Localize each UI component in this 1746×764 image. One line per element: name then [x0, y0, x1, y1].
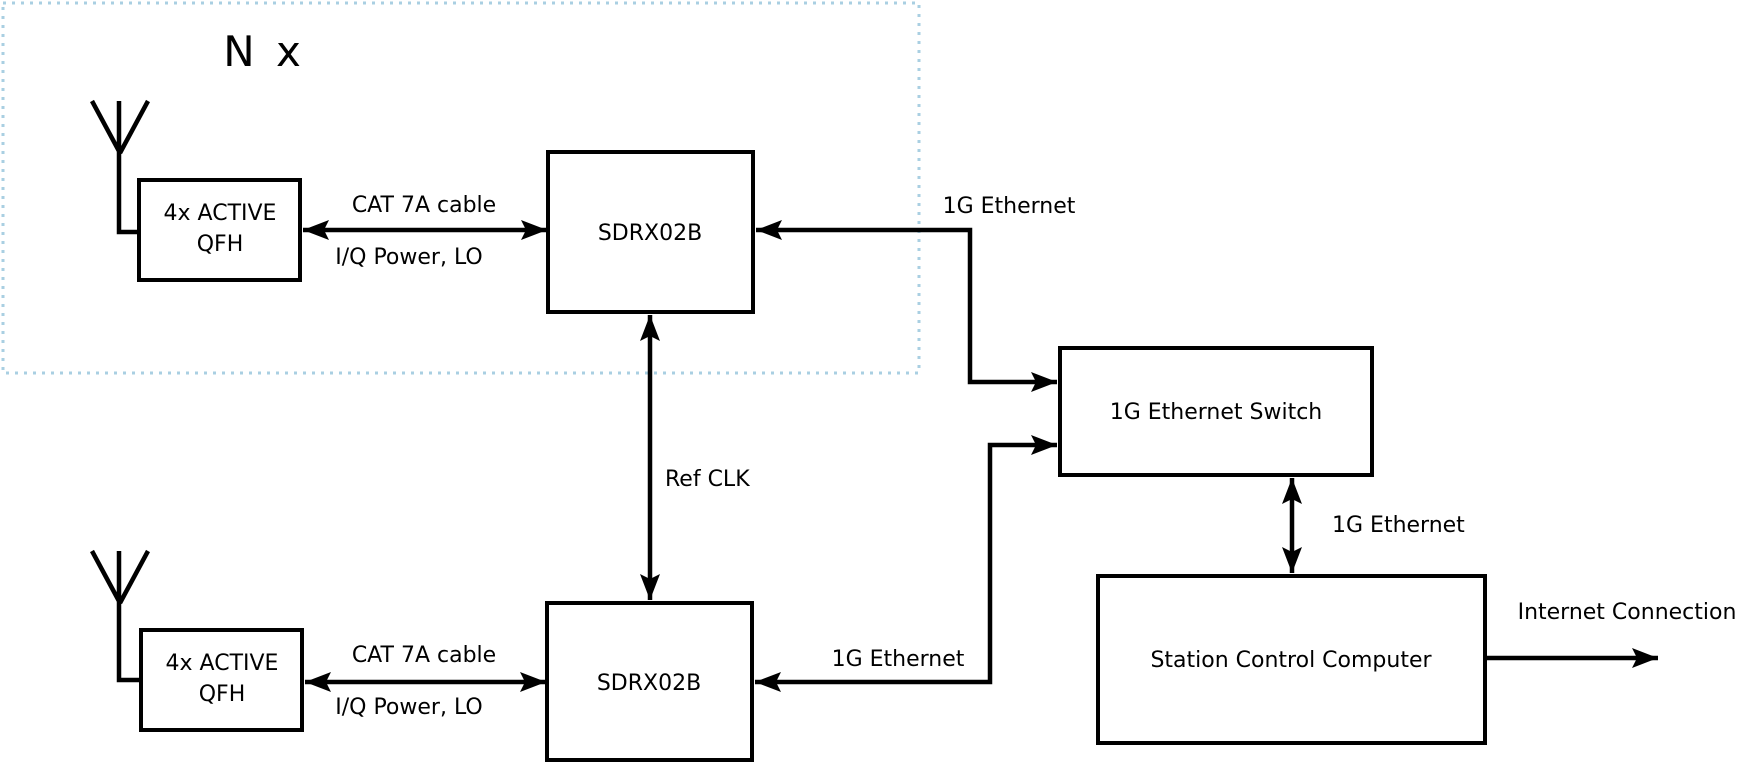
- edge-cat7a-bottom: CAT 7A cable I/Q Power, LO: [305, 643, 546, 720]
- antenna-icon-bottom: [90, 549, 150, 683]
- edge-internet: Internet Connection: [1487, 600, 1737, 668]
- station-control-computer-box: [1096, 574, 1487, 745]
- qfh-bottom-label-line2: QFH: [199, 682, 246, 707]
- edge-eth-switch-computer: 1G Ethernet: [1282, 478, 1465, 573]
- eth-switch-computer-label: 1G Ethernet: [1332, 513, 1465, 538]
- node-ethernet-switch: 1G Ethernet Switch: [1058, 346, 1374, 477]
- edge-cat7a-top: CAT 7A cable I/Q Power, LO: [303, 193, 547, 270]
- sdrx-top-label: SDRX02B: [598, 221, 702, 246]
- qfh-top-box: [137, 178, 302, 282]
- cat7a-bottom-label-above: CAT 7A cable: [352, 643, 496, 668]
- eth-bottom-label: 1G Ethernet: [832, 647, 965, 672]
- ref-clk-label: Ref CLK: [665, 467, 750, 492]
- ethernet-switch-box: [1058, 346, 1374, 477]
- station-control-computer-label: Station Control Computer: [1150, 648, 1432, 673]
- cat7a-bottom-label-below: I/Q Power, LO: [335, 695, 483, 720]
- node-sdrx-top: SDRX02B: [546, 150, 755, 314]
- sdrx-top-box: [546, 150, 755, 314]
- cat7a-top-label-above: CAT 7A cable: [352, 193, 496, 218]
- replication-group-frame: [1, 1, 921, 375]
- node-sdrx-bottom: SDRX02B: [545, 601, 754, 762]
- cat7a-top-label-below: I/Q Power, LO: [335, 245, 483, 270]
- sdrx-bottom-box: [545, 601, 754, 762]
- node-qfh-bottom: 4x ACTIVE QFH: [139, 628, 304, 732]
- node-qfh-top: 4x ACTIVE QFH: [137, 178, 302, 282]
- replication-group-label: N x: [223, 27, 305, 76]
- antenna-icon-top: [90, 99, 150, 235]
- qfh-top-label-line2: QFH: [197, 232, 244, 257]
- edge-eth-top: 1G Ethernet: [756, 194, 1076, 392]
- internet-label: Internet Connection: [1518, 600, 1737, 625]
- ethernet-switch-label: 1G Ethernet Switch: [1110, 400, 1323, 425]
- eth-top-arrow: [756, 220, 1057, 392]
- node-station-control-computer: Station Control Computer: [1096, 574, 1487, 745]
- edge-eth-bottom: 1G Ethernet: [755, 435, 1057, 692]
- qfh-bottom-box: [139, 628, 304, 732]
- eth-bottom-arrow: [755, 435, 1057, 692]
- sdrx-bottom-label: SDRX02B: [597, 671, 701, 696]
- eth-top-label: 1G Ethernet: [943, 194, 1076, 219]
- edge-ref-clk: Ref CLK: [640, 315, 750, 600]
- qfh-top-label-line1: 4x ACTIVE: [164, 201, 277, 226]
- qfh-bottom-label-line1: 4x ACTIVE: [166, 651, 279, 676]
